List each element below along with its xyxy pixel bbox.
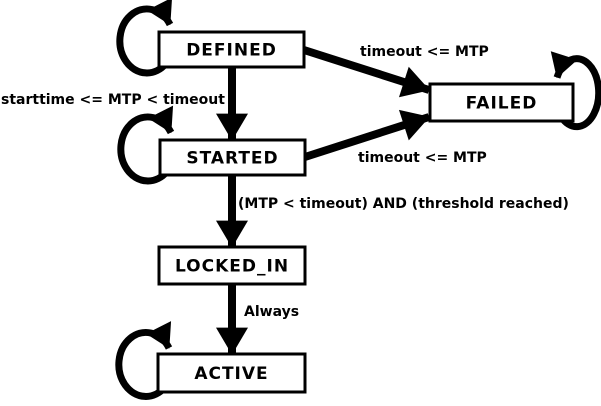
self-loop-active	[115, 321, 173, 400]
state-label-active: ACTIVE	[194, 364, 268, 384]
self-loop-failed	[550, 51, 601, 131]
edge-started-to-failed	[303, 109, 431, 161]
edge-label-started-to-locked_in: (MTP < timeout) AND (threshold reached)	[238, 196, 569, 212]
edge-label-defined-to-failed: timeout <= MTP	[360, 44, 489, 60]
state-label-defined: DEFINED	[186, 41, 277, 61]
state-box-defined	[157, 30, 306, 69]
self-loop-defined	[116, 0, 174, 77]
edge-label-started-to-failed: timeout <= MTP	[358, 150, 487, 166]
edge-defined-to-failed	[302, 46, 431, 98]
edge-label-defined-to-started: starttime <= MTP < timeout	[1, 92, 225, 108]
edge-label-locked_in-to-active: Always	[244, 304, 299, 320]
state-label-failed: FAILED	[466, 94, 538, 114]
state-label-locked_in: LOCKED_IN	[175, 257, 289, 277]
state-box-failed	[428, 82, 575, 123]
state-box-active	[156, 352, 307, 394]
self-loop-started	[117, 105, 175, 185]
state-label-started: STARTED	[186, 149, 278, 169]
